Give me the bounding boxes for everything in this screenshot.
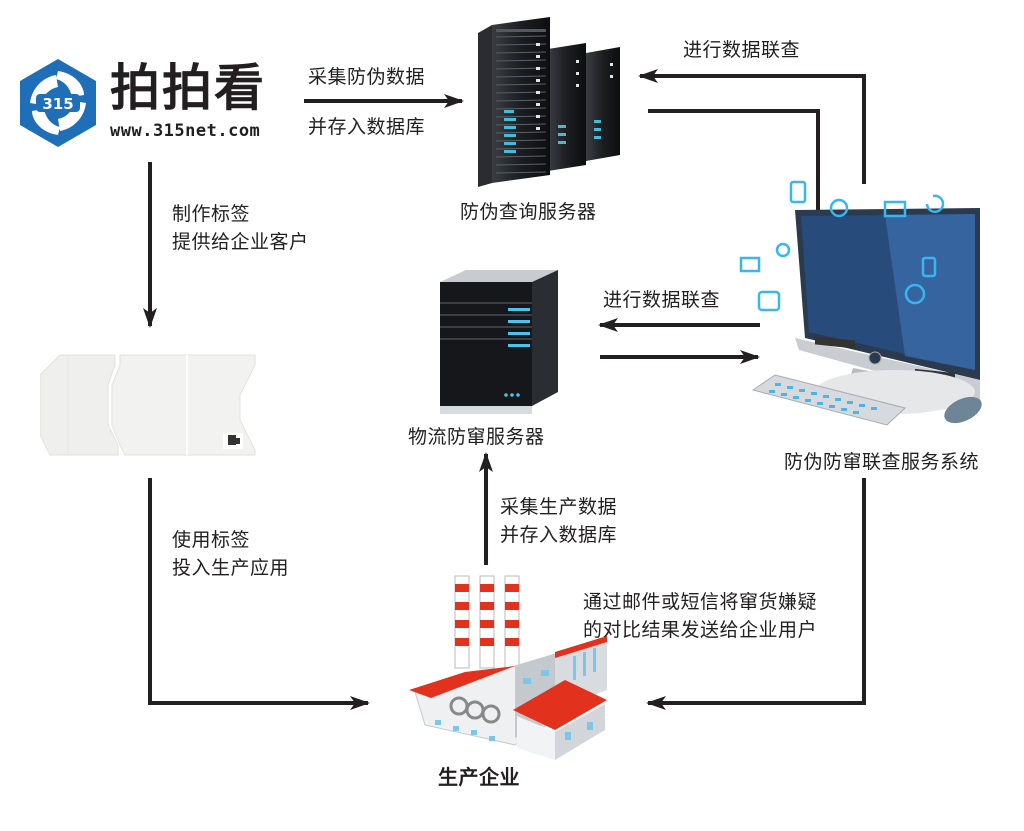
query-server-image <box>478 17 620 187</box>
logistics-server-label: 物流防窜服务器 <box>408 426 545 448</box>
rack-slot <box>495 139 547 142</box>
logo-title: 拍拍看 <box>110 59 266 117</box>
enterprise-factory-image <box>409 575 607 760</box>
monitor-icon <box>883 200 907 218</box>
rack-slot <box>495 51 547 54</box>
rack-slot <box>495 147 547 150</box>
rack-slot <box>495 59 547 62</box>
edge-logo-query-top: 采集防伪数据 <box>308 66 426 88</box>
label-sheet-image <box>40 354 256 456</box>
enterprise-label: 生产企业 <box>438 765 520 789</box>
edge-system-enterprise-line2: 的对比结果发送给企业用户 <box>583 619 818 641</box>
mail-icon <box>739 256 761 273</box>
arrow-label-to-enterprise <box>148 478 370 710</box>
edge-logo-query-bottom: 并存入数据库 <box>308 116 426 138</box>
logo-badge-text: 315 <box>42 95 73 113</box>
edge-enterprise-logistics-line1: 采集生产数据 <box>500 496 618 518</box>
edge-enterprise-logistics-line2: 并存入数据库 <box>500 524 618 546</box>
arrow-system-to-query <box>638 69 866 184</box>
edge-label-enterprise-line2: 投入生产应用 <box>172 557 290 579</box>
arrow-system-to-enterprise <box>646 478 866 710</box>
rack-slot <box>495 163 547 166</box>
logo-badge-icon: 315 <box>20 59 96 147</box>
cursor-window-icon <box>757 290 781 312</box>
logo: 315 拍拍看 www.315net.com <box>10 55 300 150</box>
rack-slot <box>495 171 547 174</box>
rack-slot <box>495 155 547 158</box>
rack-slot <box>495 131 547 134</box>
edge-system-logistics-label: 进行数据联查 <box>603 289 721 311</box>
query-server-label: 防伪查询服务器 <box>460 201 597 223</box>
arrow-query-to-system <box>648 109 825 232</box>
edge-system-enterprise-line1: 通过邮件或短信将窜货嫌疑 <box>583 591 818 613</box>
rack-slot <box>495 75 547 78</box>
rack-slot <box>495 107 547 110</box>
globe-icon <box>904 283 926 305</box>
edge-logo-label-line1: 制作标签 <box>172 203 251 225</box>
rack-slot <box>495 123 547 126</box>
speaker-icon <box>789 180 807 204</box>
edge-logo-label-line2: 提供给企业客户 <box>172 231 309 253</box>
rack-slot <box>495 35 547 38</box>
logistics-server-image <box>440 270 558 414</box>
edge-system-query-label: 进行数据联查 <box>683 39 801 61</box>
system-computer-image <box>739 180 982 426</box>
system-label: 防伪防窜联查服务系统 <box>784 451 980 473</box>
logo-url: www.315net.com <box>110 121 261 141</box>
refresh-icon <box>925 194 945 213</box>
headset-icon <box>775 242 791 258</box>
rack-slot <box>495 99 547 102</box>
media-disc-icon <box>829 198 849 218</box>
phone-icon <box>921 256 937 278</box>
rack-slot <box>495 83 547 86</box>
edge-label-enterprise-line1: 使用标签 <box>172 529 251 551</box>
